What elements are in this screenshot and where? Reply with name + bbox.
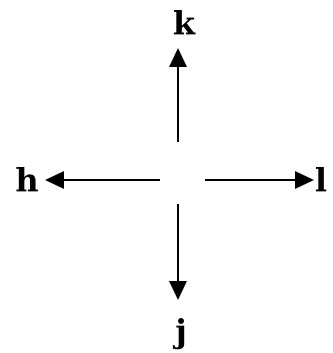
arrow-left: [45, 171, 160, 189]
key-label-j: j: [172, 312, 187, 350]
arrow-right: [205, 171, 314, 189]
arrow-up-head: [169, 48, 187, 67]
arrow-right-head: [295, 171, 314, 189]
key-label-h: h: [15, 161, 38, 199]
key-label-l: l: [315, 161, 327, 199]
arrow-down-head: [169, 281, 187, 300]
arrow-up: [169, 48, 187, 142]
key-label-k: k: [173, 4, 196, 42]
arrow-left-head: [45, 171, 64, 189]
arrow-down: [169, 204, 187, 300]
